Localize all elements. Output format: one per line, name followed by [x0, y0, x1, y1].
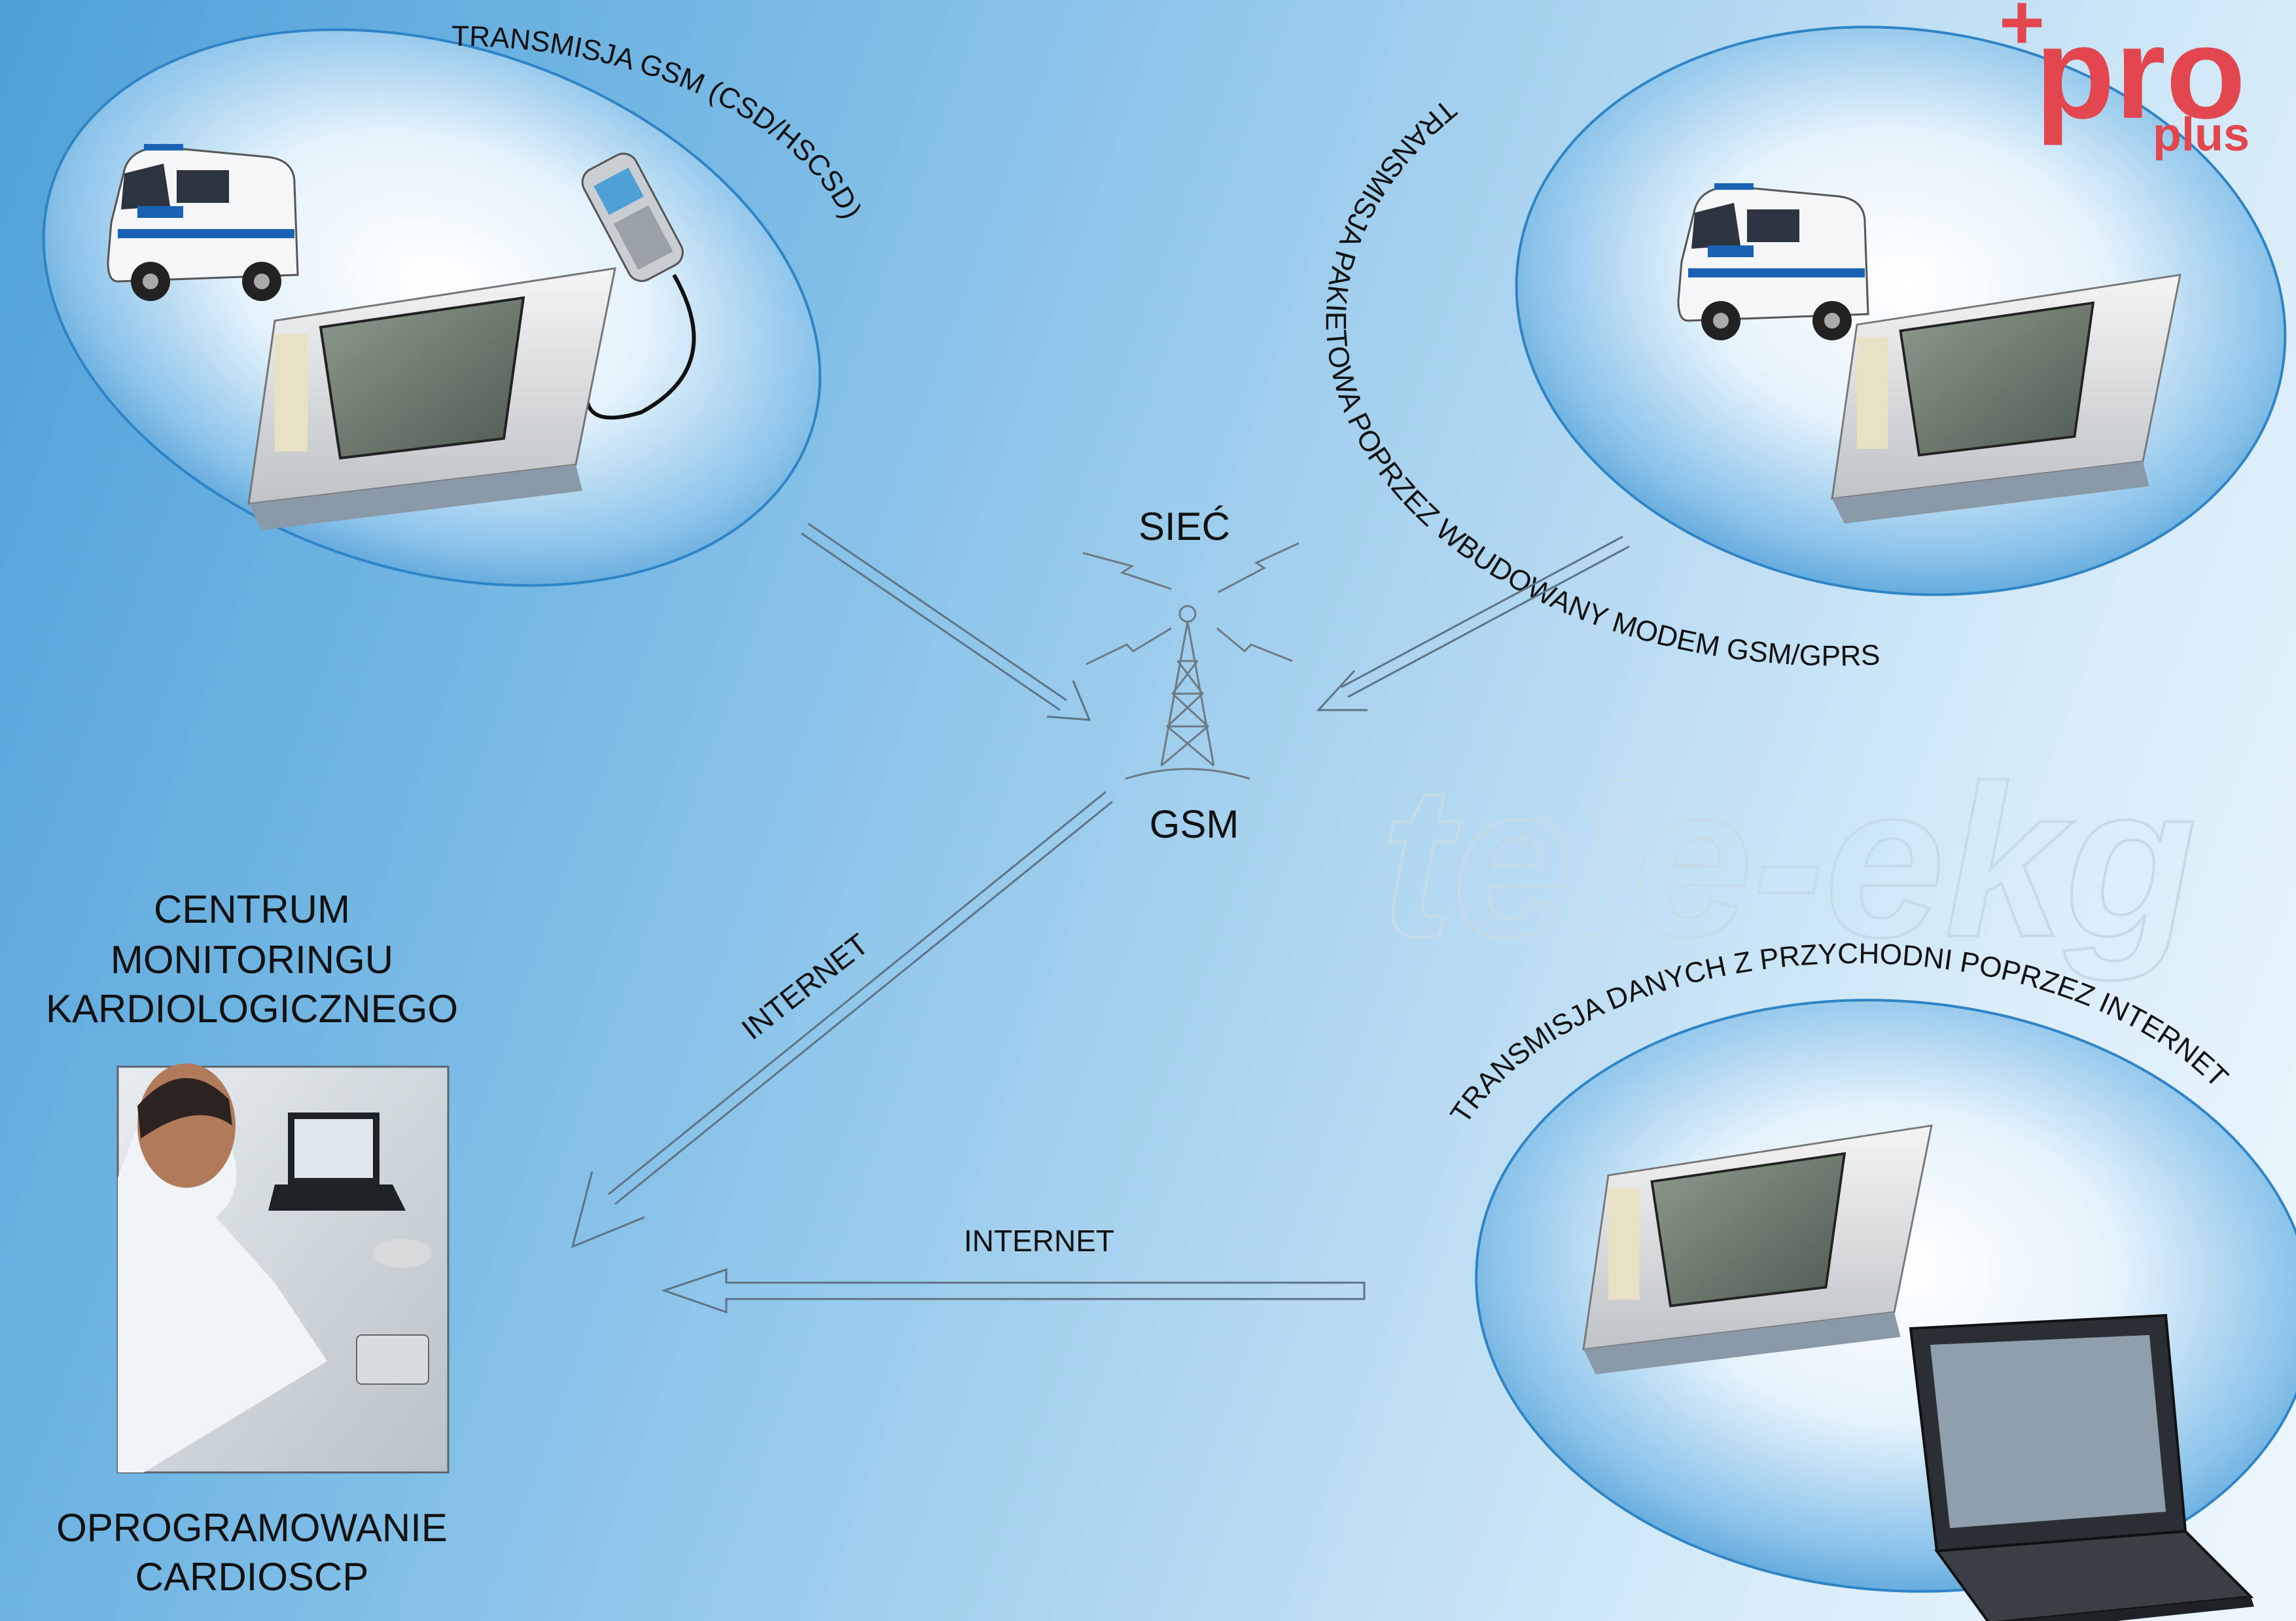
link-label-internet-horizontal: INTERNET [964, 1224, 1114, 1258]
watermark-tele-ekg: tele-ekg [1381, 740, 2197, 983]
network-label-siec: SIEĆ [1139, 505, 1230, 548]
ecg-device-icon [1831, 274, 2181, 524]
center-title-line-1: CENTRUM [154, 887, 350, 931]
mobile-phone-icon [581, 152, 684, 282]
pro-plus-logo: + pro plus [1999, 0, 2250, 161]
laptop-icon [1909, 1313, 2254, 1621]
center-title-line-3: KARDIOLOGICZNEGO [46, 987, 458, 1031]
arrow-gsm-to-center [571, 791, 1113, 1249]
ambulance-icon [1677, 183, 1869, 340]
ecg-device-icon [247, 267, 616, 530]
center-title-line-2: MONITORINGU [111, 938, 393, 982]
software-label-line-2: CARDIOSCP [135, 1555, 369, 1599]
monitoring-center-photo [116, 1063, 450, 1474]
software-label-line-1: OPROGRAMOWANIE [56, 1506, 448, 1550]
gsm-tower-icon [1125, 605, 1250, 780]
brand-pro: pro [2035, 0, 2246, 146]
link-label-internet-diagonal: INTERNET [735, 927, 875, 1046]
signal-wave-icon [1082, 542, 1299, 666]
brand-plus-mark: + [1999, 0, 2045, 66]
arrow-clinic-to-center [661, 1268, 1366, 1314]
arrow-top-right-to-gsm [1316, 535, 1630, 711]
ecg-device-icon [1582, 1124, 1933, 1374]
network-label-gsm: GSM [1150, 802, 1239, 846]
ambulance-icon [107, 144, 299, 301]
brand-plus: plus [2153, 109, 2250, 161]
arrow-top-left-to-gsm [801, 522, 1091, 721]
